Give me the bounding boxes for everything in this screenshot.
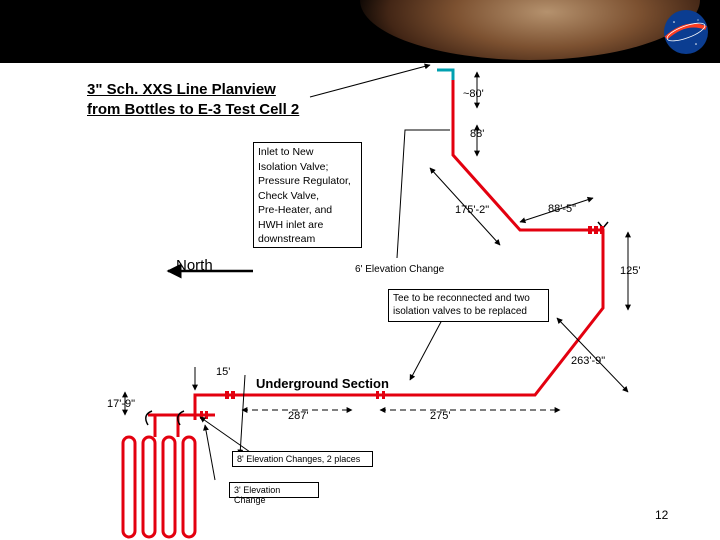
label-275: 275' xyxy=(430,410,451,422)
label-175: 175'-2" xyxy=(455,204,490,216)
pipe-fittings xyxy=(200,226,604,419)
label-263: 263'-9" xyxy=(571,355,606,367)
valve-hook-icon xyxy=(177,410,185,426)
pipe-route xyxy=(193,80,605,420)
dim-88b-arrow xyxy=(519,196,594,224)
label-17-9: 17'-9" xyxy=(107,398,136,410)
underground-section-label: Underground Section xyxy=(256,376,389,391)
header-banner xyxy=(0,0,720,63)
leader-inlet xyxy=(396,129,450,259)
cyan-stub xyxy=(437,68,455,80)
elev3-note-box: 3' Elevation Change xyxy=(229,482,319,505)
dim-263-arrow xyxy=(556,317,629,393)
label-15: 15' xyxy=(216,366,231,378)
dim-175-arrow xyxy=(429,167,501,246)
north-label: North xyxy=(176,257,213,274)
leader-elev8-b xyxy=(199,416,251,453)
label-125: 125' xyxy=(620,265,641,277)
label-287: 287' xyxy=(288,410,309,422)
diagram-title: 3" Sch. XXS Line Planview from Bottles t… xyxy=(87,80,299,120)
leader-elev3 xyxy=(203,424,216,481)
label-88: 88' xyxy=(470,128,485,140)
page-number: 12 xyxy=(655,508,669,522)
label-6ft-elevation: 6' Elevation Change xyxy=(355,264,445,275)
label-80: ~80' xyxy=(463,88,484,100)
leader-title xyxy=(309,63,431,98)
inlet-note-box: Inlet to New Isolation Valve; Pressure R… xyxy=(253,142,362,248)
title-line-2: from Bottles to E-3 Test Cell 2 xyxy=(87,101,300,118)
label-88-5: 88'-5" xyxy=(548,203,577,215)
leader-elev8 xyxy=(237,374,246,456)
elev8-note-box: 8' Elevation Changes, 2 places xyxy=(232,451,373,467)
gas-bottles xyxy=(121,415,197,539)
nasa-logo-icon xyxy=(664,10,708,54)
tee-note-box: Tee to be reconnected and two isolation … xyxy=(388,289,549,322)
valve-hook-icon xyxy=(145,410,153,426)
title-line-1: 3" Sch. XXS Line Planview xyxy=(87,81,276,98)
